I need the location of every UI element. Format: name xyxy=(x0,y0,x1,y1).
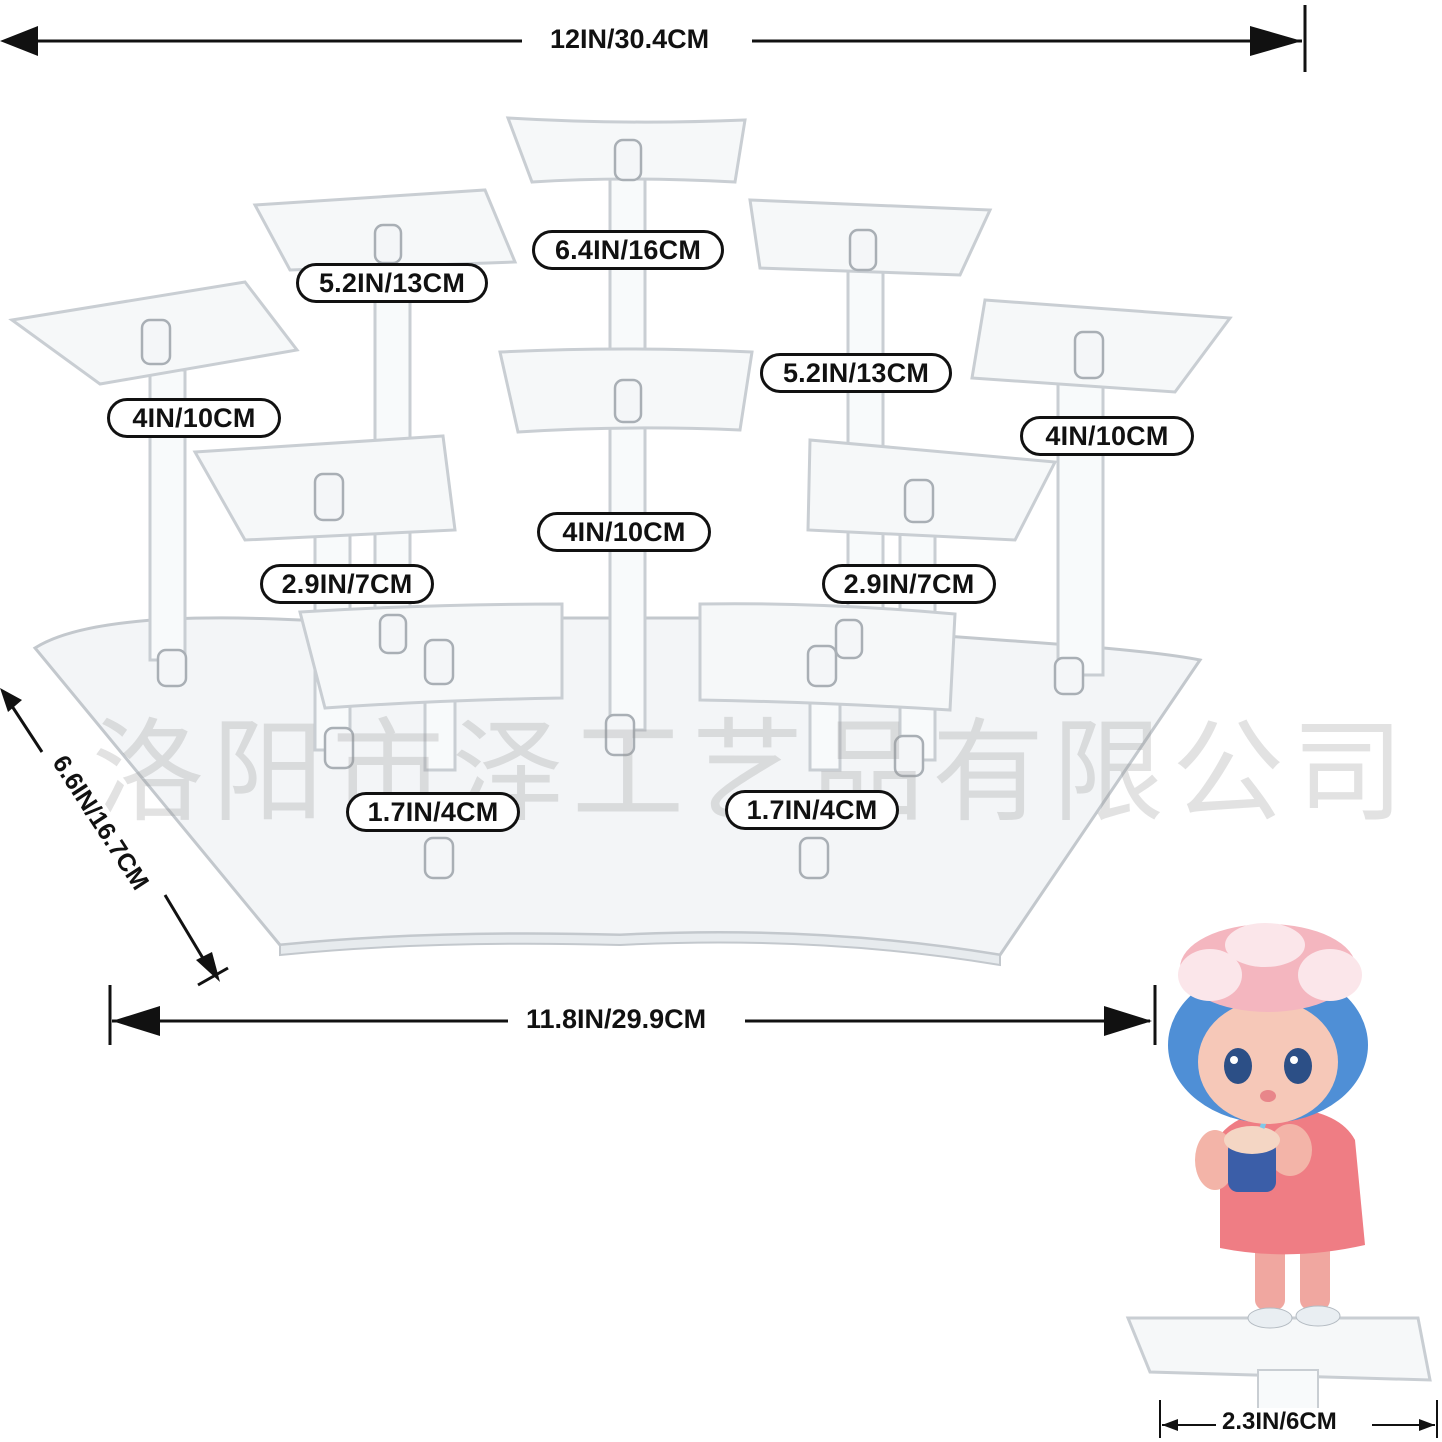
bottom-dimension-line xyxy=(108,985,1157,1045)
height-label-left-back: 5.2IN/13CM xyxy=(296,263,488,303)
base-width-label: 11.8IN/29.9CM xyxy=(516,1004,717,1035)
pegs xyxy=(140,138,1105,880)
depth-dimension-line xyxy=(0,688,229,987)
height-label-right-outer: 4IN/10CM xyxy=(1020,416,1194,456)
total-width-label: 12IN/30.4CM xyxy=(540,24,720,55)
height-label-center-top: 6.4IN/16CM xyxy=(532,230,724,270)
figurine-illustration xyxy=(1125,923,1432,1426)
height-label-left-mid: 2.9IN/7CM xyxy=(260,564,434,604)
height-label-right-back: 5.2IN/13CM xyxy=(760,353,952,393)
height-label-left-front: 1.7IN/4CM xyxy=(346,792,520,832)
height-label-center-mid: 4IN/10CM xyxy=(537,512,711,552)
top-dimension-line xyxy=(0,5,1307,72)
watermark-text: 洛阳市泽工艺品有限公司 xyxy=(92,708,1412,838)
platform-dimension-line xyxy=(1159,1400,1438,1438)
height-label-left-outer: 4IN/10CM xyxy=(107,398,281,438)
platform-width-label: 2.3IN/6CM xyxy=(1216,1408,1343,1436)
height-label-right-mid: 2.9IN/7CM xyxy=(822,564,996,604)
height-label-right-front: 1.7IN/4CM xyxy=(725,790,899,830)
